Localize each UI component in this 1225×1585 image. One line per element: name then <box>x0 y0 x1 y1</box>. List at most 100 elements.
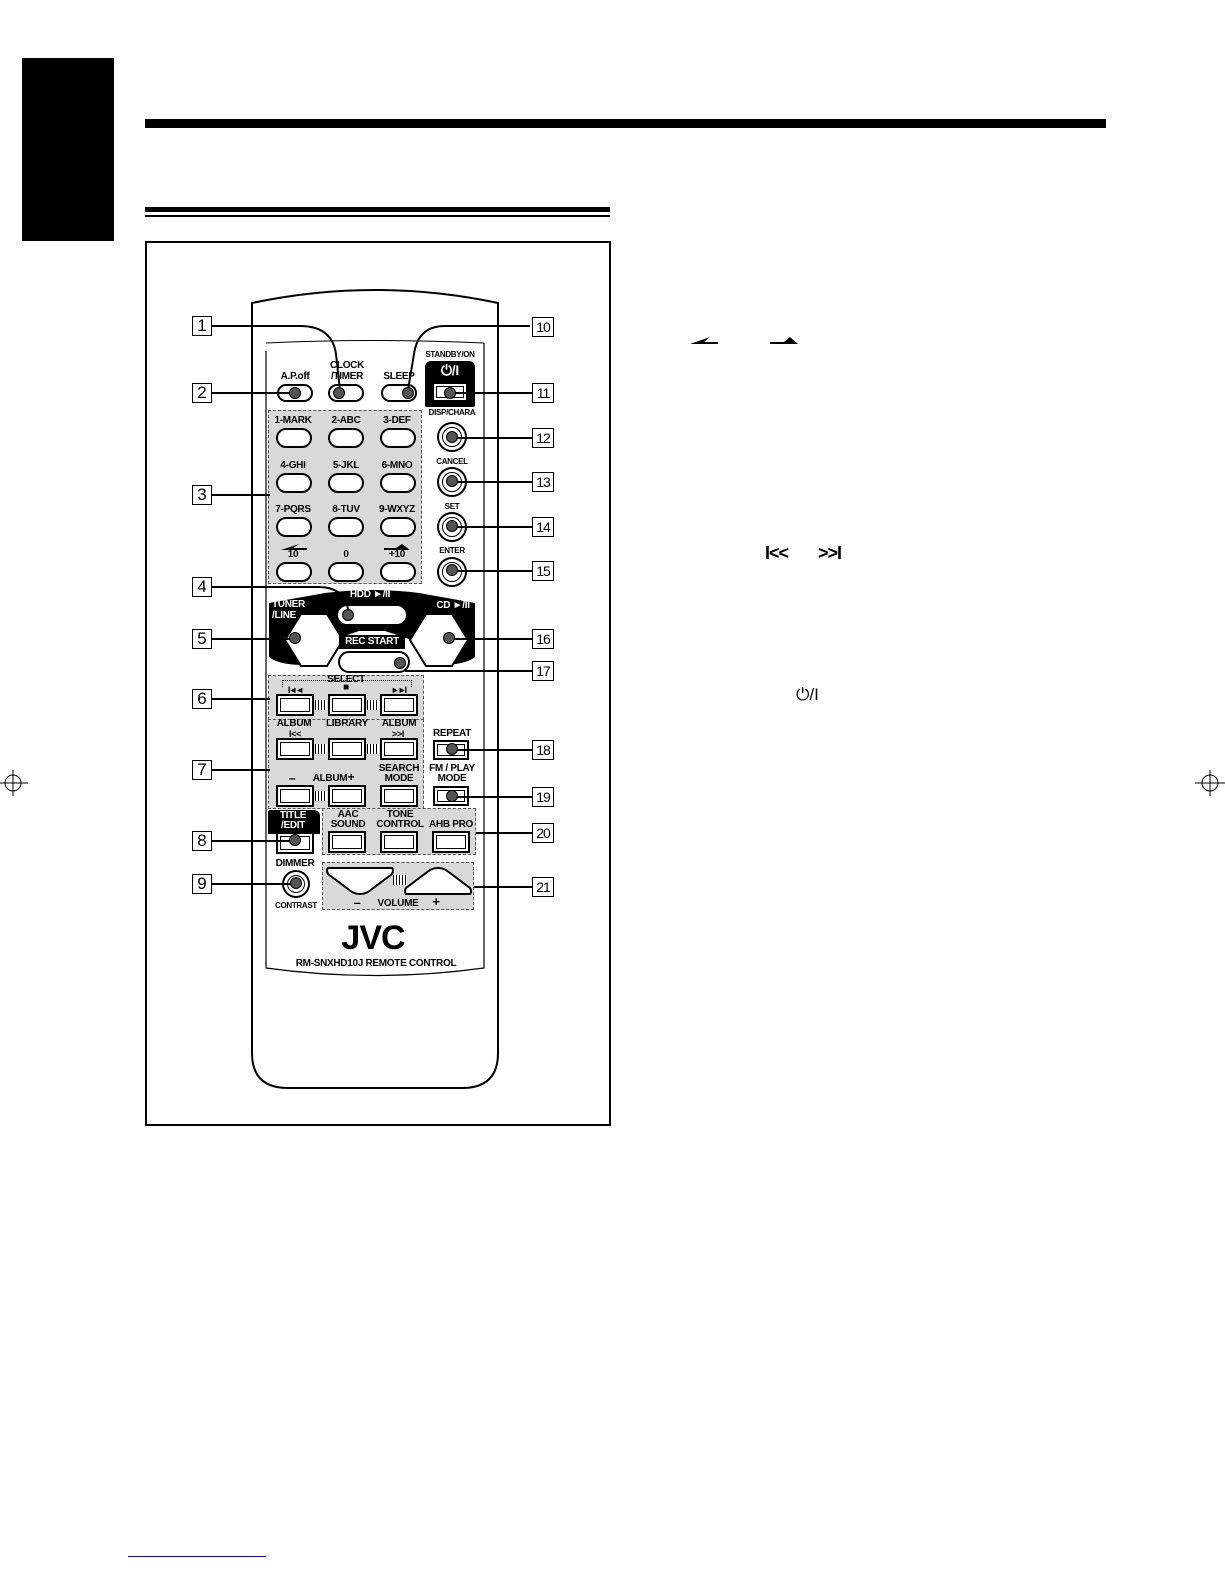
vol-minus-label: – <box>353 895 361 910</box>
callout-4: 4 <box>192 577 212 597</box>
power-label: ⏻/I <box>441 362 459 378</box>
key-7-button[interactable] <box>276 517 312 537</box>
key-0-button[interactable] <box>328 562 364 582</box>
album-plus-button[interactable] <box>328 785 366 807</box>
set-label: SET <box>444 502 460 511</box>
callout-18: 18 <box>532 740 554 760</box>
key-1-button[interactable] <box>276 428 312 448</box>
callout-dot <box>444 387 456 399</box>
section-rule-thin <box>145 215 610 217</box>
album-prev-icon: I<< <box>288 729 302 739</box>
tone-control-button[interactable] <box>380 831 418 853</box>
ahb-pro-button[interactable] <box>432 831 470 853</box>
stop-button[interactable] <box>328 694 366 716</box>
callout-3: 3 <box>192 485 212 505</box>
volume-label: VOLUME <box>377 898 419 909</box>
select-bracket <box>282 680 412 687</box>
skip-prev-symbol: I<< <box>765 543 789 563</box>
cd-play-button[interactable] <box>408 612 470 668</box>
album-plus-label: + <box>347 770 355 784</box>
enter-label: ENTER <box>439 546 465 555</box>
tone-label-2: CONTROL <box>376 819 424 830</box>
album-minus-button[interactable] <box>276 785 314 807</box>
search-mode-button[interactable] <box>380 785 418 807</box>
key-2-button[interactable] <box>328 428 364 448</box>
prev-icon: I◄◄ <box>287 685 304 695</box>
callout-20: 20 <box>532 823 554 843</box>
album-next-icon: >>I <box>391 729 405 739</box>
side-tab <box>22 58 114 241</box>
standby-label: STANDBY/ON <box>425 350 475 359</box>
key-6-button[interactable] <box>380 473 416 493</box>
key-9-button[interactable] <box>380 517 416 537</box>
tuner-label-1: TUNER <box>272 599 305 610</box>
select-next-button[interactable] <box>380 694 418 716</box>
arrow-right-icon <box>384 544 410 550</box>
leader-line <box>450 392 532 394</box>
aac-sound-button[interactable] <box>328 831 366 853</box>
leader-line <box>210 698 270 700</box>
registration-mark-right <box>1195 770 1225 796</box>
enter-button[interactable] <box>437 557 467 587</box>
album-prev-button[interactable] <box>276 738 314 760</box>
callout-11: 11 <box>532 383 554 403</box>
key-4-button[interactable] <box>276 473 312 493</box>
hdd-label: HDD ►/II <box>349 589 391 600</box>
tone-label-1: TONE <box>386 809 414 820</box>
brand-logo: JVC <box>341 919 405 957</box>
leader-line <box>210 840 294 842</box>
callout-1: 1 <box>192 316 212 336</box>
callout-dot <box>342 609 354 621</box>
dimmer-label: DIMMER <box>275 858 315 869</box>
connector <box>315 791 327 801</box>
title-label-1: TITLE <box>279 810 307 821</box>
registration-mark-left <box>0 770 28 796</box>
leader-line <box>407 325 530 391</box>
callout-10: 10 <box>532 317 554 337</box>
hdd-play-button[interactable] <box>336 604 408 626</box>
key-label: 10 <box>287 549 299 560</box>
select-prev-button[interactable] <box>276 694 314 716</box>
album-next-button[interactable] <box>380 738 418 760</box>
callout-dot <box>446 564 458 576</box>
volume-down-button[interactable] <box>326 866 394 896</box>
callout-dot <box>446 520 458 532</box>
key-10-button[interactable] <box>276 562 312 582</box>
arrow-left-icon <box>690 337 718 344</box>
volume-up-button[interactable] <box>404 866 472 896</box>
key-label: 1-MARK <box>274 415 312 426</box>
connector <box>315 700 327 710</box>
key-plus10-button[interactable] <box>380 562 416 582</box>
callout-13: 13 <box>532 472 554 492</box>
aac-label-1: AAC <box>337 809 359 820</box>
callout-15: 15 <box>532 561 554 581</box>
callout-dot <box>443 632 455 644</box>
callout-dot <box>446 431 458 443</box>
key-label: 8-TUV <box>332 504 360 515</box>
fm-play-label-2: MODE <box>437 773 467 784</box>
leader-line <box>452 481 532 483</box>
skip-next-symbol: >>I <box>818 543 842 563</box>
tuner-line-button[interactable] <box>283 612 345 668</box>
connector <box>315 744 327 754</box>
key-3-button[interactable] <box>380 428 416 448</box>
key-label: 9-WXYZ <box>379 504 415 515</box>
footer-underline <box>128 1556 266 1557</box>
cancel-label: CANCEL <box>436 457 468 466</box>
key-5-button[interactable] <box>328 473 364 493</box>
callout-12: 12 <box>532 428 554 448</box>
search-label-1: SEARCH <box>378 763 420 774</box>
rec-start-button[interactable] <box>338 651 410 673</box>
cd-label: CD ►/II <box>436 600 470 611</box>
search-label-2: MODE <box>384 773 414 784</box>
leader-line <box>210 638 294 640</box>
connector <box>367 700 379 710</box>
callout-dot <box>289 834 301 846</box>
key-label: 7-PQRS <box>275 504 311 515</box>
leader-line <box>405 670 532 672</box>
library-button[interactable] <box>328 738 366 760</box>
repeat-label: REPEAT <box>432 728 472 739</box>
key-8-button[interactable] <box>328 517 364 537</box>
callout-dot <box>333 387 345 399</box>
callout-5: 5 <box>192 629 212 649</box>
